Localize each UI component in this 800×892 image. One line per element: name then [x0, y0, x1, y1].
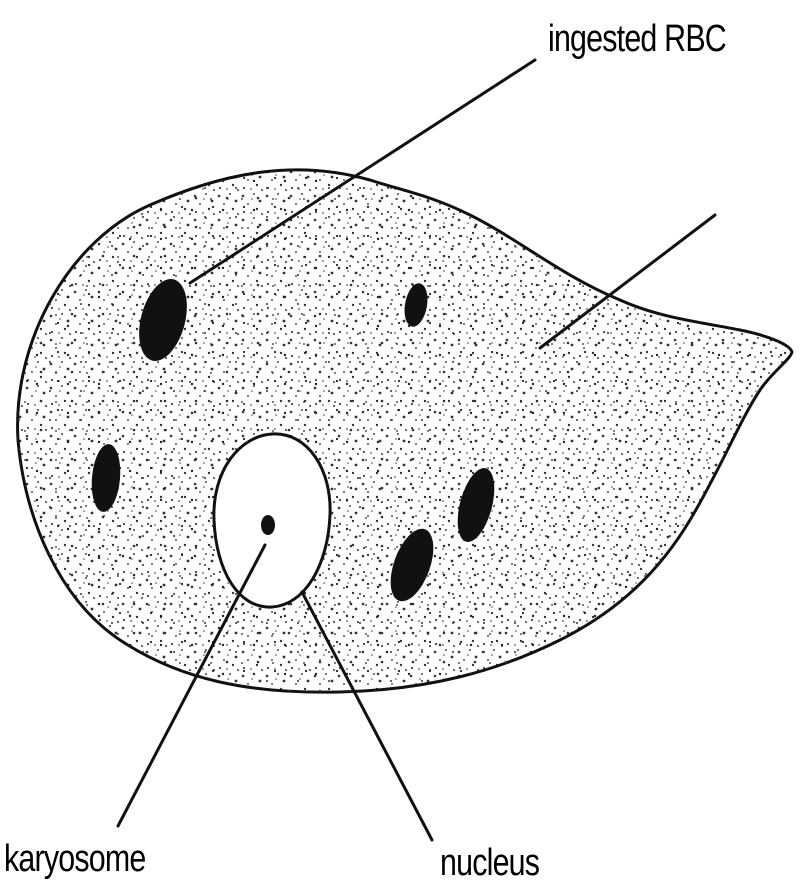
label-ingested-rbc: ingested RBC [548, 18, 726, 61]
label-karyosome: karyosome [4, 838, 145, 881]
karyosome-dot [261, 515, 275, 535]
label-nucleus: nucleus [440, 842, 539, 885]
